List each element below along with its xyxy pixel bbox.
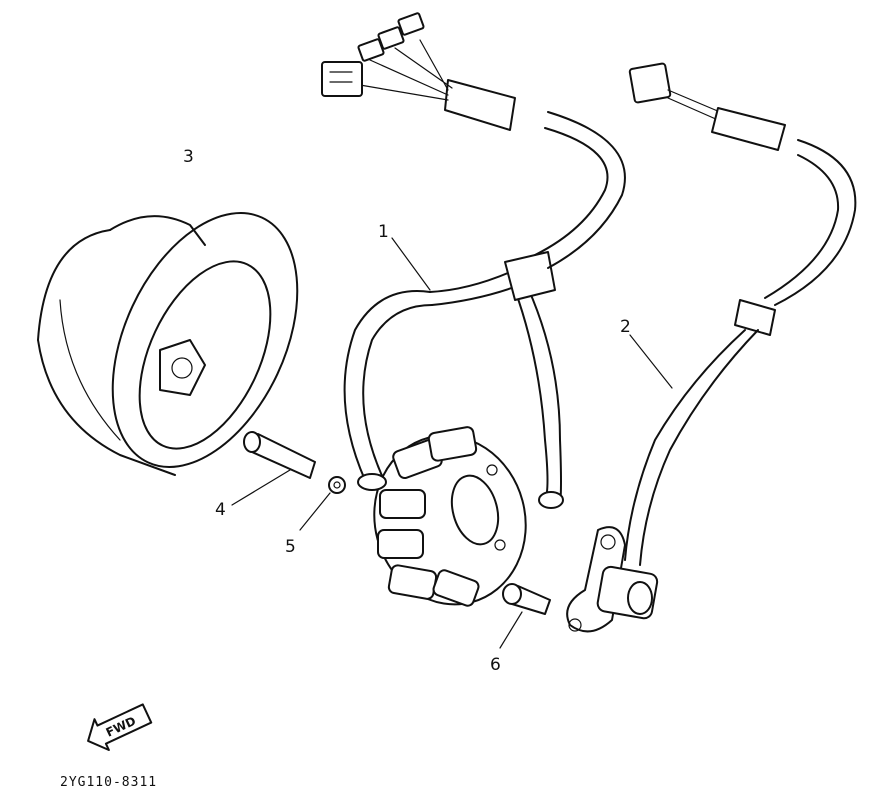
fwd-arrow-icon: FWD — [87, 703, 153, 752]
callout-4: 4 — [215, 500, 226, 520]
callout-5: 5 — [285, 537, 296, 557]
washer-part-5 — [328, 476, 346, 494]
callout-2: 2 — [620, 317, 631, 337]
flywheel-rotor — [37, 212, 299, 476]
callout-6: 6 — [490, 655, 501, 675]
callout-3: 3 — [183, 147, 194, 167]
screw-part-6 — [502, 583, 551, 615]
callout-1: 1 — [378, 222, 389, 242]
pickup-coil-assembly — [566, 62, 857, 633]
drawing-code: 2YG110-8311 — [60, 775, 157, 790]
stator-assembly — [321, 12, 626, 607]
bolt-part-4 — [243, 431, 316, 479]
leader-lines — [231, 237, 673, 649]
